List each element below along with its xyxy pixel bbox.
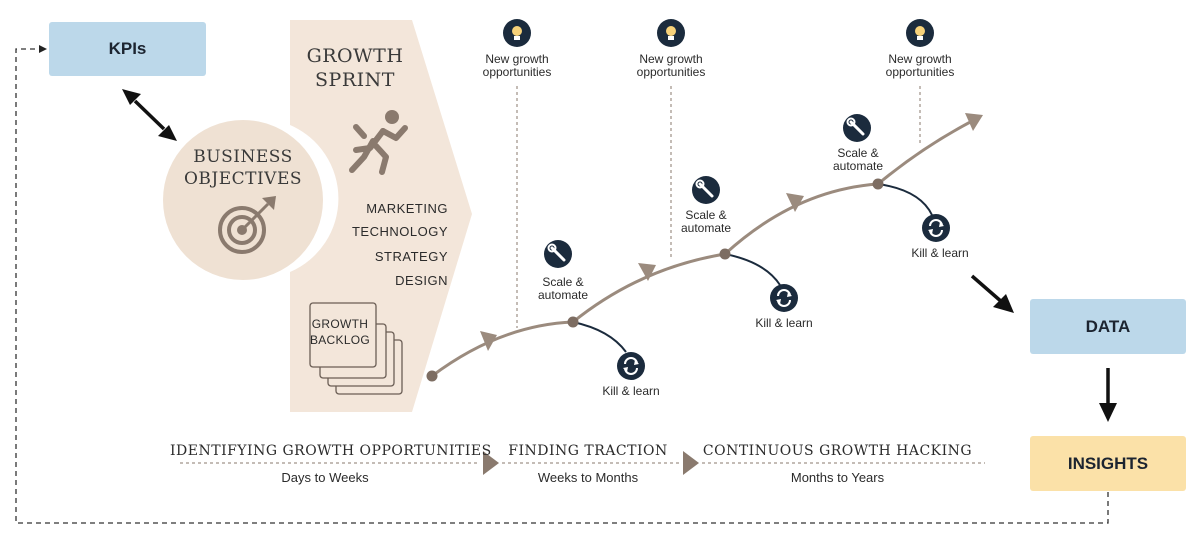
scale-label: Scale & automate <box>813 147 903 173</box>
scale-line2: automate <box>680 221 732 235</box>
sprint-item-marketing: MARKETING <box>366 201 448 216</box>
scale-line1: Scale & <box>837 146 879 160</box>
kill-label: Kill & learn <box>755 316 813 330</box>
kill-label: Kill & learn <box>602 384 660 398</box>
phase-title: CONTINUOUS GROWTH HACKING <box>702 443 973 459</box>
wrench-icon <box>843 114 871 142</box>
lightbulb-icon <box>503 19 531 47</box>
refresh-icon <box>617 352 645 380</box>
kpis-label: KPIs <box>108 39 147 58</box>
data-box: DATA <box>1030 299 1186 354</box>
kill-branches <box>572 183 933 353</box>
sprint-item-design: DESIGN <box>395 273 448 288</box>
opportunity-guides <box>516 86 921 328</box>
opportunity-label: New growth opportunities <box>467 53 567 79</box>
scale-line2: automate <box>537 288 589 302</box>
growth-sprint-line1: GROWTH <box>306 45 404 67</box>
arrow-to-data-head <box>993 294 1014 313</box>
opportunity-line1: New growth <box>639 52 703 66</box>
kpi-objectives-double-arrow <box>122 89 177 141</box>
growth-backlog-line1: GROWTH <box>311 317 369 331</box>
scale-label: Scale & automate <box>518 276 608 302</box>
runner-icon <box>349 110 408 175</box>
phase-title: FINDING TRACTION <box>508 443 668 459</box>
growth-sprint-line2: SPRINT <box>315 69 395 91</box>
business-objectives-circle <box>163 120 323 280</box>
growth-sprint-title: GROWTH SPRINT <box>300 44 410 92</box>
opportunity-line1: New growth <box>888 52 952 66</box>
phase-duration: Months to Years <box>790 470 885 485</box>
target-icon <box>218 196 276 254</box>
arrow-to-insights-head <box>1099 403 1117 422</box>
sprint-item-strategy: STRATEGY <box>374 249 448 264</box>
data-label: DATA <box>1085 316 1131 336</box>
scale-label: Scale & automate <box>661 209 751 235</box>
lightbulb-icon <box>657 19 685 47</box>
business-objectives-line2: OBJECTIVES <box>183 169 303 189</box>
phase-arrow <box>683 451 699 475</box>
growth-backlog-label: GROWTH BACKLOG <box>307 316 373 348</box>
arrow-to-data <box>970 274 1005 305</box>
lightbulb-icon <box>906 19 934 47</box>
wrench-icon <box>544 240 572 268</box>
scale-line1: Scale & <box>685 208 727 222</box>
refresh-icon <box>770 284 798 312</box>
business-objectives-line1: BUSINESS <box>193 147 293 167</box>
phase-title: IDENTIFYING GROWTH OPPORTUNITIES <box>170 443 492 459</box>
opportunity-line2: opportunities <box>885 65 955 79</box>
insights-label: INSIGHTS <box>1067 453 1149 473</box>
opportunity-line1: New growth <box>485 52 549 66</box>
insights-box: INSIGHTS <box>1030 436 1186 491</box>
opportunity-label: New growth opportunities <box>870 53 970 79</box>
curve-nodes <box>426 178 884 382</box>
growth-backlog-line2: BACKLOG <box>309 333 371 347</box>
wrench-icon <box>692 176 720 204</box>
feedback-loop-line <box>15 45 1109 524</box>
opportunity-label: New growth opportunities <box>621 53 721 79</box>
refresh-icon <box>922 214 950 242</box>
business-objectives-title: BUSINESS OBJECTIVES <box>170 146 316 190</box>
kpis-box: KPIs <box>49 22 206 76</box>
opportunity-line2: opportunities <box>482 65 552 79</box>
scale-line2: automate <box>832 159 884 173</box>
scale-line1: Scale & <box>542 275 584 289</box>
phase-duration: Days to Weeks <box>281 470 369 485</box>
curve-arrowheads <box>480 113 983 351</box>
opportunity-line2: opportunities <box>636 65 706 79</box>
phase-duration: Weeks to Months <box>537 470 639 485</box>
growth-backlog-stack <box>309 302 403 395</box>
sprint-item-technology: TECHNOLOGY <box>351 224 448 239</box>
kill-label: Kill & learn <box>911 246 969 260</box>
phase-arrow <box>483 451 499 475</box>
